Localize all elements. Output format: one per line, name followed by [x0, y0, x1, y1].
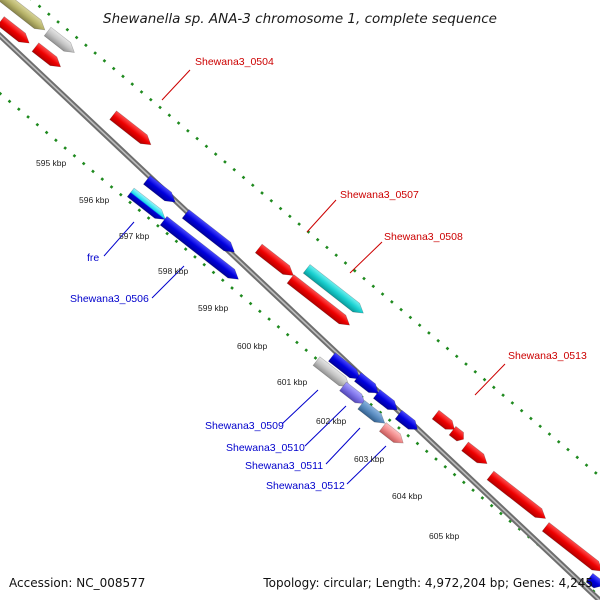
inner-tick-track [0, 91, 600, 599]
gene-arrow-reverse [394, 409, 418, 430]
gene-arrow-forward [461, 441, 488, 464]
gene-arrow-forward [254, 243, 294, 276]
outer-tick-track [29, 0, 600, 479]
backbone-line [0, 31, 600, 600]
map-title: Shewanella sp. ANA-3 chromosome 1, compl… [103, 11, 497, 27]
gene-arrow-forward [286, 274, 351, 326]
gene-arrow-forward [431, 409, 455, 430]
leader-line [281, 389, 319, 425]
ruler-label: 598 kbp [158, 266, 189, 276]
ruler-label: 595 kbp [36, 158, 67, 168]
leader-line [304, 405, 347, 447]
gene-arrow-reverse [181, 209, 235, 253]
gene-arrow-reverse [353, 372, 379, 394]
leader-line [161, 69, 191, 101]
outer-tick-line [29, 0, 600, 479]
gene-label-shewana3-0513[interactable]: Shewana3_0513 [508, 350, 587, 362]
ruler-label: 600 kbp [237, 341, 268, 351]
gene-label-shewana3-0511[interactable]: Shewana3_0511 [245, 460, 323, 472]
gene-block [43, 26, 75, 53]
gene-block [357, 400, 386, 424]
gene-arrow-reverse [372, 389, 398, 411]
inner-tick-line [0, 91, 600, 599]
gene-arrow-forward [541, 522, 600, 572]
gene-arrow-forward [302, 264, 364, 314]
leader-line [103, 221, 135, 257]
gene-block [0, 0, 46, 31]
gene-label-shewana3-0504[interactable]: Shewana3_0504 [195, 56, 274, 68]
gene-label-shewana3-0507[interactable]: Shewana3_0507 [340, 189, 419, 201]
gene-block [339, 381, 366, 404]
chromosome-backbone [0, 31, 600, 600]
gene-labels: Shewana3_0504 Shewana3_0507 Shewana3_050… [70, 56, 587, 492]
gene-block [378, 422, 404, 444]
gene-label-shewana3-0510[interactable]: Shewana3_0510 [226, 442, 305, 454]
ruler-label: 602 kbp [316, 416, 347, 426]
leader-line [306, 199, 337, 233]
gene-label-shewana3-0512[interactable]: Shewana3_0512 [266, 480, 345, 492]
accession-text: Accession: NC_008577 [9, 576, 145, 590]
gene-arrow-reverse [159, 216, 239, 280]
gene-arrow-reverse [328, 352, 361, 380]
gene-label-shewana3-0506[interactable]: Shewana3_0506 [70, 293, 149, 305]
gene-arrow-forward [448, 425, 464, 442]
ruler-label: 603 kbp [354, 454, 385, 464]
gene-arrow-forward [31, 42, 62, 68]
ruler-label: 599 kbp [198, 303, 229, 313]
gene-label-fre[interactable]: fre [87, 252, 99, 264]
position-ruler: 595 kbp 596 kbp 597 kbp 598 kbp 599 kbp … [36, 158, 460, 541]
gene-arrow-reverse [585, 572, 600, 589]
leader-line [325, 427, 361, 465]
gene-arrow-reverse [143, 175, 176, 203]
gene-arrow-forward [109, 110, 152, 146]
leader-line [474, 363, 506, 396]
label-leader-lines [103, 69, 506, 485]
gene-arrow-forward [486, 470, 547, 519]
gene-arrow-fre [126, 187, 166, 220]
gene-arrow-forward [0, 16, 30, 44]
leader-line [151, 265, 185, 299]
ruler-label: 604 kbp [392, 491, 423, 501]
ruler-label: 605 kbp [429, 531, 460, 541]
leader-line [346, 445, 387, 485]
ruler-label: 601 kbp [277, 377, 308, 387]
genome-summary-text: Topology: circular; Length: 4,972,204 bp… [262, 576, 593, 590]
ruler-label: 596 kbp [79, 195, 110, 205]
ruler-label: 597 kbp [119, 231, 150, 241]
backbone-highlight [0, 34, 600, 600]
leader-line [349, 241, 383, 274]
gene-label-shewana3-0509[interactable]: Shewana3_0509 [205, 420, 284, 432]
gene-label-shewana3-0508[interactable]: Shewana3_0508 [384, 231, 463, 243]
